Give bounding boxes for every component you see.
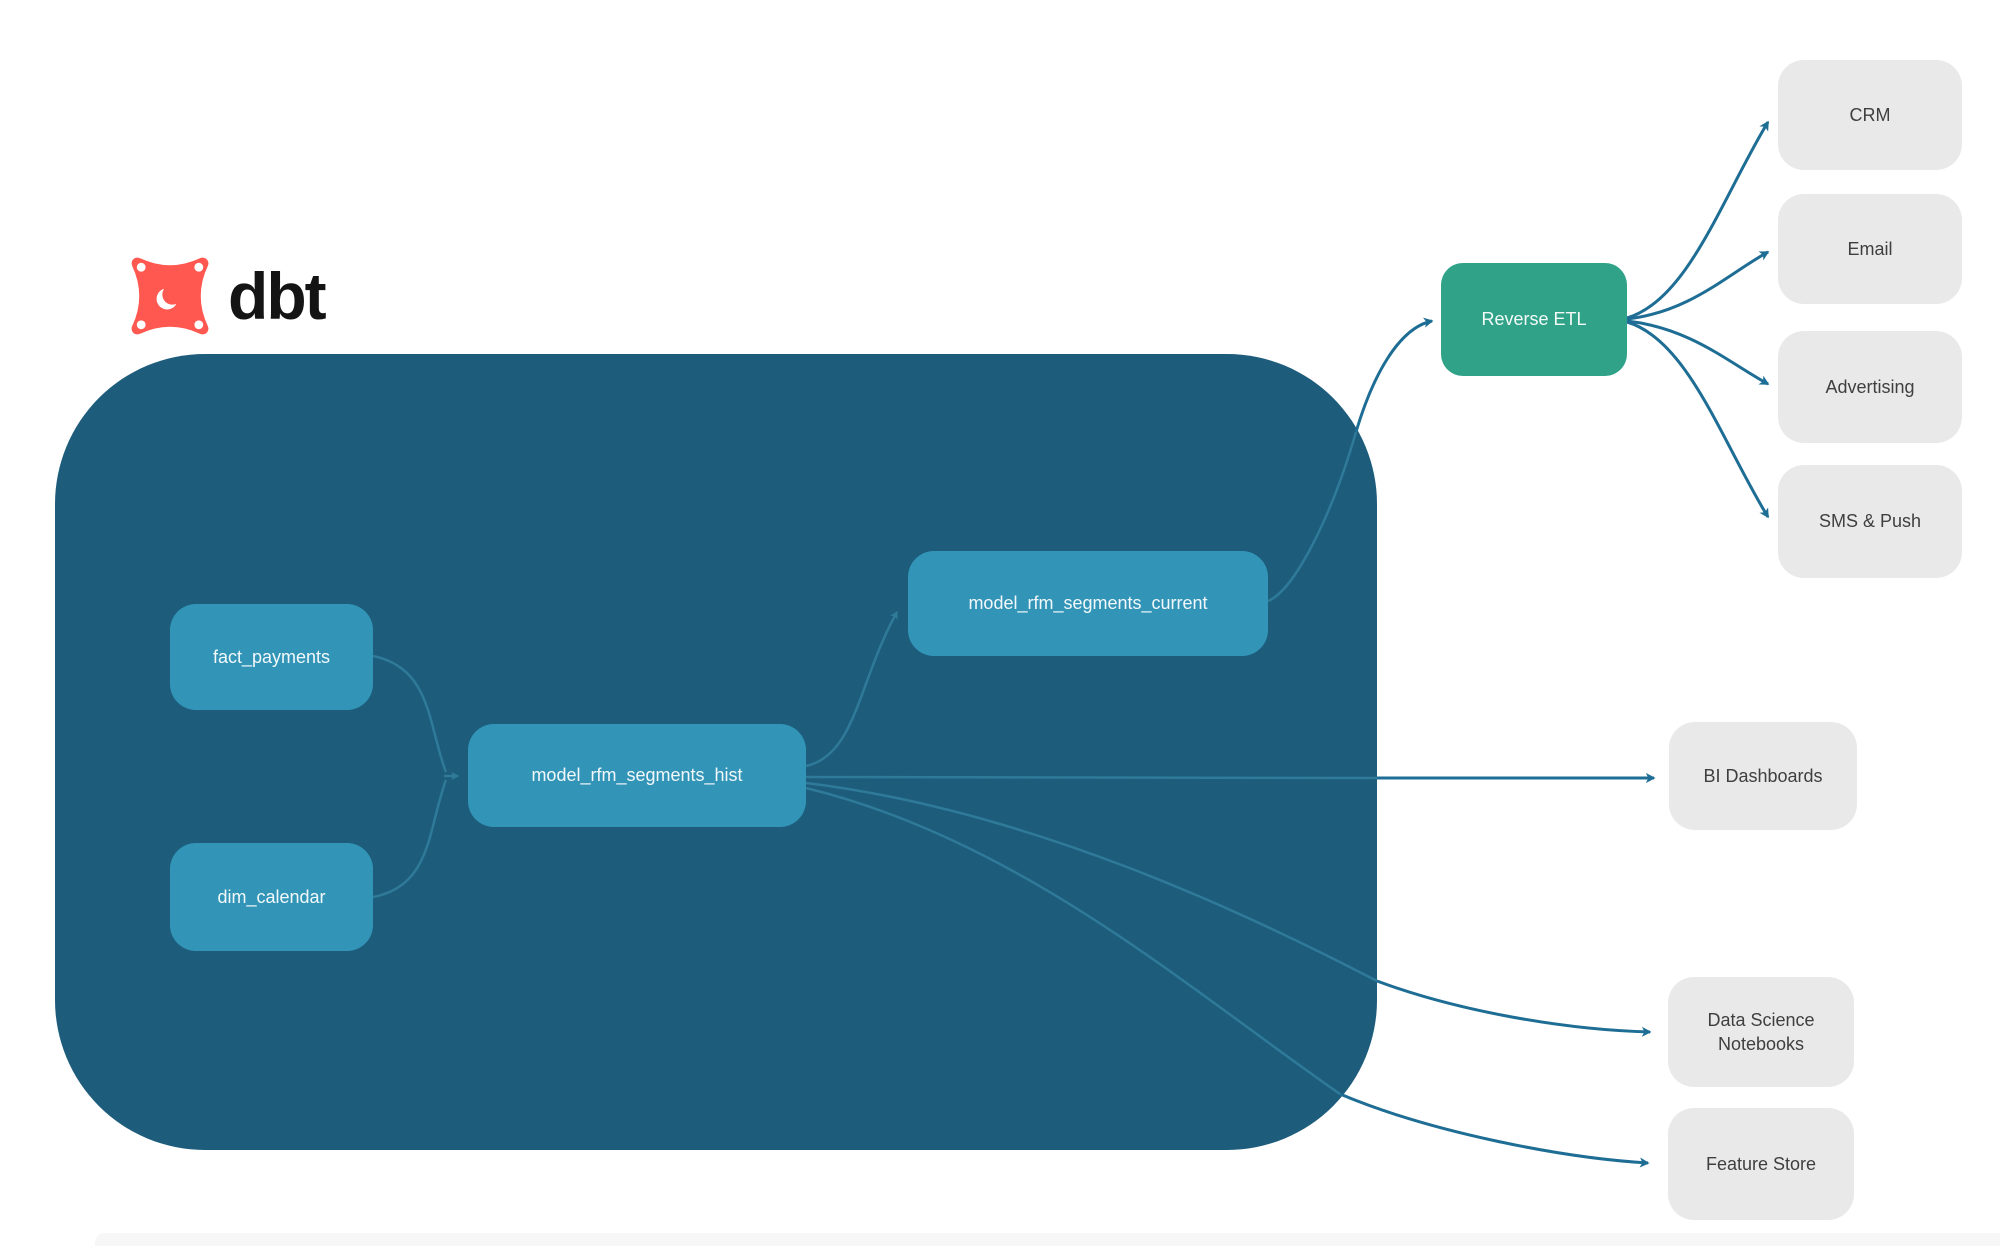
node-model-rfm-segments-hist-label: model_rfm_segments_hist (531, 765, 743, 786)
node-feature-store: Feature Store (1668, 1108, 1854, 1220)
edge-reverse-etl-to-email (1626, 250, 1770, 321)
node-crm: CRM (1778, 60, 1962, 170)
bottom-band (95, 1233, 2000, 1246)
node-reverse-etl-label: Reverse ETL (1481, 309, 1587, 330)
dbt-logo-icon (131, 257, 209, 335)
node-dim-calendar: dim_calendar (170, 843, 373, 951)
node-model-rfm-segments-hist: model_rfm_segments_hist (468, 724, 806, 827)
node-model-rfm-segments-current: model_rfm_segments_current (908, 551, 1268, 656)
node-bi-dashboards: BI Dashboards (1669, 722, 1857, 830)
node-model-rfm-segments-current-label: model_rfm_segments_current (968, 593, 1208, 614)
dbt-logo: dbt (122, 248, 327, 344)
node-data-science-notebooks: Data Science Notebooks (1668, 977, 1854, 1087)
node-sms-push: SMS & Push (1778, 465, 1962, 578)
node-data-science-notebooks-label: Data Science Notebooks (1707, 1009, 1815, 1054)
edge-reverse-etl-to-sms-push (1626, 320, 1770, 519)
node-email: Email (1778, 194, 1962, 304)
edge-reverse-etl-to-advertising (1626, 319, 1770, 386)
node-crm-label: CRM (1849, 104, 1891, 125)
node-fact-payments-label: fact_payments (212, 646, 331, 667)
node-dim-calendar-label: dim_calendar (217, 886, 326, 907)
node-advertising-label: Advertising (1825, 376, 1915, 397)
edge-hist-to-feature-store (1339, 1092, 1650, 1168)
edge-hist-to-data-science-notebooks (1376, 979, 1652, 1037)
node-reverse-etl: Reverse ETL (1441, 263, 1627, 376)
node-advertising: Advertising (1778, 331, 1962, 443)
node-bi-dashboards-label: BI Dashboards (1703, 765, 1823, 786)
node-sms-push-label: SMS & Push (1818, 511, 1922, 532)
node-fact-payments: fact_payments (170, 604, 373, 710)
edge-reverse-etl-to-crm (1626, 120, 1770, 320)
dbt-logo-text: dbt (228, 259, 327, 333)
node-feature-store-label: Feature Store (1705, 1153, 1817, 1174)
edge-current-to-reverse-etl (1354, 317, 1434, 433)
node-email-label: Email (1847, 238, 1893, 259)
